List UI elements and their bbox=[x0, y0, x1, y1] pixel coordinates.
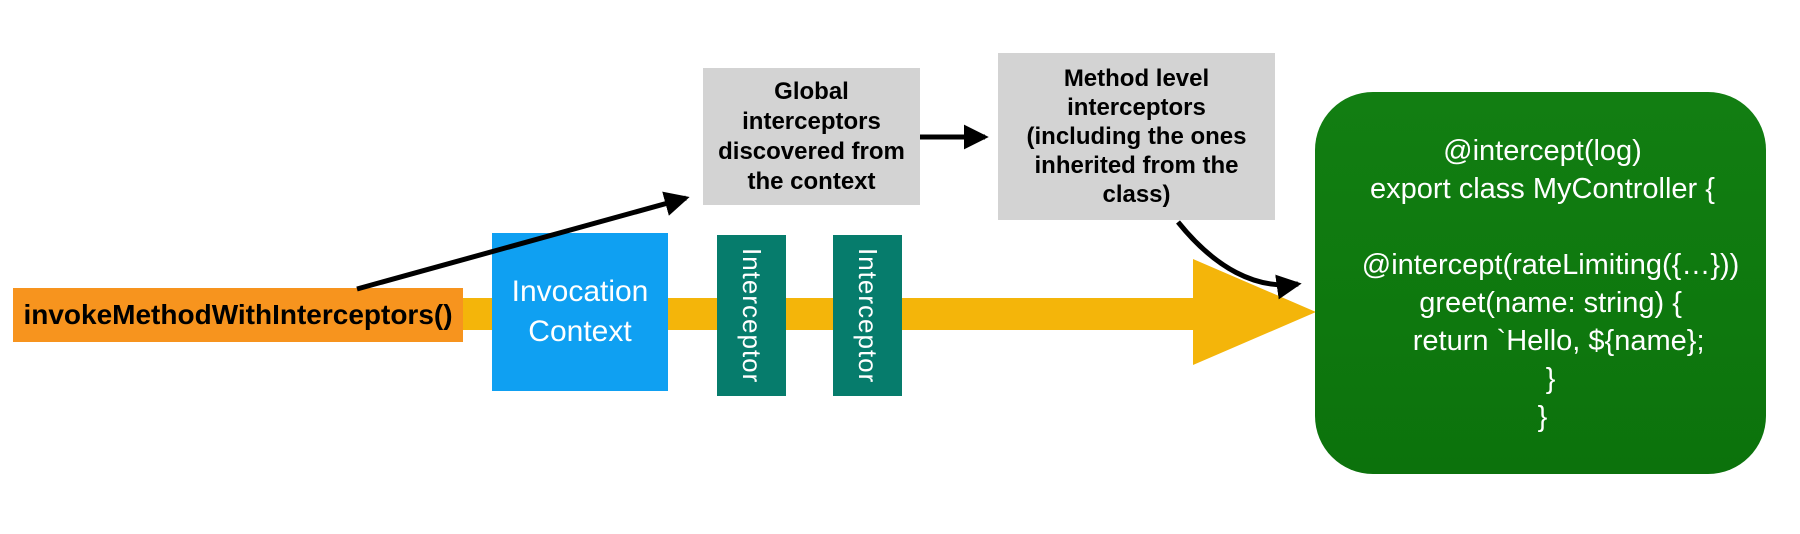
interceptor-box-1: Interceptor bbox=[717, 235, 786, 396]
code-line: } bbox=[1537, 401, 1548, 433]
code-line bbox=[1343, 208, 1742, 246]
arrow-method-to-code bbox=[1176, 220, 1302, 300]
code-line: greet(name: string) { bbox=[1403, 287, 1682, 319]
controller-code-box: @intercept(log) export class MyControlle… bbox=[1315, 92, 1766, 474]
code-line: @intercept(log) bbox=[1443, 135, 1642, 167]
interceptor-label-1: Interceptor bbox=[737, 247, 767, 384]
interceptor-label-2: Interceptor bbox=[853, 247, 883, 384]
method-interceptors-text: Method level interceptors (including the… bbox=[1026, 65, 1247, 208]
code-line: return `Hello, ${name}; bbox=[1380, 325, 1705, 357]
global-interceptors-text: Global interceptors discovered from the … bbox=[718, 77, 905, 195]
invocation-context-box: Invocation Context bbox=[492, 233, 668, 391]
invoke-method-box: invokeMethodWithInterceptors() bbox=[13, 288, 463, 342]
invoke-method-label: invokeMethodWithInterceptors() bbox=[23, 299, 453, 330]
invocation-context-label: Invocation Context bbox=[511, 275, 649, 348]
code-line: @intercept(rateLimiting({…})) bbox=[1345, 249, 1740, 281]
method-interceptors-note: Method level interceptors (including the… bbox=[998, 53, 1275, 220]
code-line: export class MyController { bbox=[1370, 173, 1715, 205]
global-interceptors-note: Global interceptors discovered from the … bbox=[703, 68, 920, 205]
interceptor-box-2: Interceptor bbox=[833, 235, 902, 396]
code-line: } bbox=[1529, 363, 1556, 395]
